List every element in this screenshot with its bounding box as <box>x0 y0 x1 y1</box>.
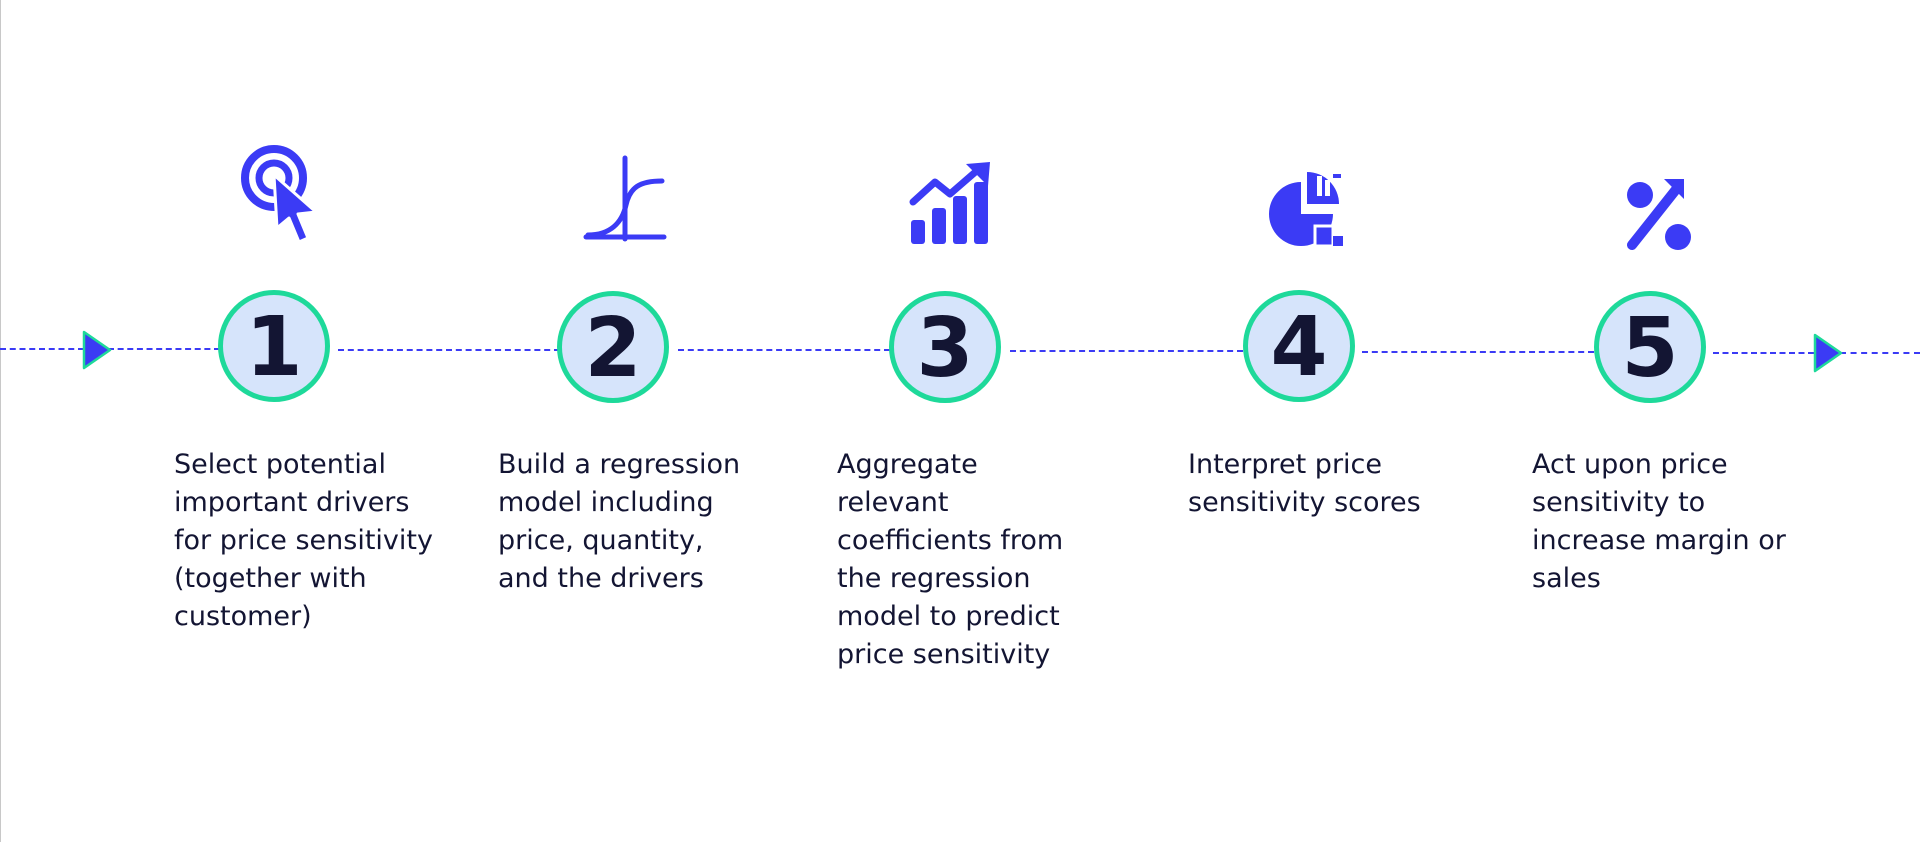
step-4-description: Interpret price sensitivity scores <box>1188 449 1421 518</box>
curve-graph-icon <box>583 155 667 242</box>
growth-chart-icon <box>909 162 990 244</box>
timeline-line <box>1840 352 1920 354</box>
timeline-line <box>0 348 84 350</box>
timeline-line <box>678 349 890 351</box>
step-4-number: 4 <box>1270 300 1328 395</box>
timeline-line <box>1713 352 1814 354</box>
step-3-number: 3 <box>916 301 974 396</box>
timeline-line <box>1362 351 1594 353</box>
step-5-description: Act upon price sensitivity to increase m… <box>1532 449 1786 594</box>
timeline-line <box>1010 350 1243 352</box>
step-1-number: 1 <box>245 300 303 395</box>
step-3-circle: 3 <box>889 291 1001 403</box>
cursor-target-icon <box>241 145 318 242</box>
pie-analytics-icon <box>1269 172 1343 248</box>
step-2-number: 2 <box>584 301 642 396</box>
step-4-circle: 4 <box>1243 290 1355 402</box>
percent-icon <box>1627 179 1691 250</box>
timeline-end-arrow-icon <box>1813 333 1843 373</box>
page-left-border <box>0 0 1 842</box>
timeline-line <box>338 349 560 351</box>
step-1-description: Select potential important drivers for p… <box>174 449 433 632</box>
step-2-description: Build a regression model including price… <box>498 449 741 594</box>
timeline-start-arrow-icon <box>82 330 112 370</box>
step-5-number: 5 <box>1621 301 1679 396</box>
step-3-description: Aggregate relevant coefficients from the… <box>837 449 1064 670</box>
timeline-line <box>108 348 220 350</box>
step-5-circle: 5 <box>1594 291 1706 403</box>
step-2-circle: 2 <box>557 291 669 403</box>
step-1-circle: 1 <box>218 290 330 402</box>
